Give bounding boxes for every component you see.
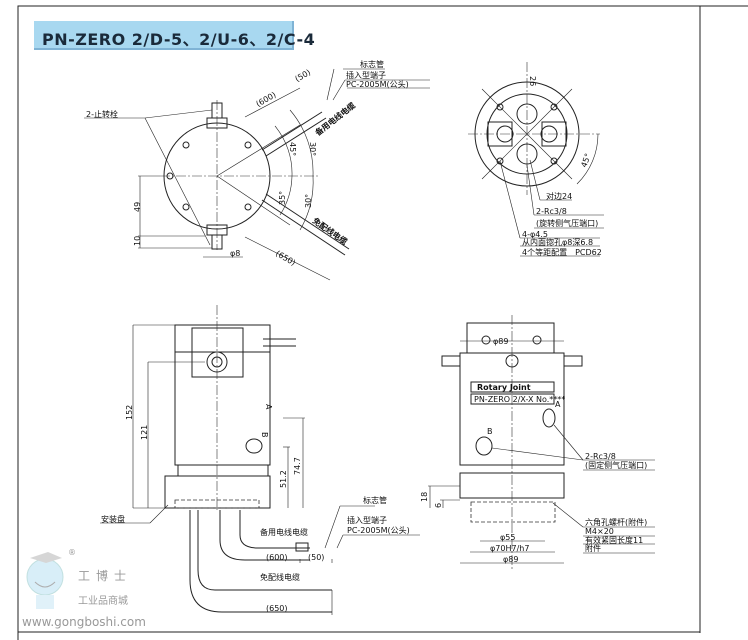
label-wiring-free-cable: 免配线电缆: [311, 215, 350, 246]
label-side-wiring-free-cable: 免配线电缆: [260, 572, 300, 582]
dim-10: 10: [133, 236, 142, 246]
dim-45deg-end: 45°: [579, 152, 592, 168]
side-port-a: A: [264, 404, 273, 410]
label-rotary-port: 2-Rc3/8: [536, 207, 567, 216]
watermark-mascot: [26, 552, 64, 609]
dim-50: (50): [294, 68, 313, 84]
label-spare-cable: 备用电线电缆: [312, 100, 357, 138]
watermark-url: www.gongboshi.com: [22, 615, 146, 629]
label-side-spare-cable: 备用电线电缆: [260, 527, 308, 537]
label-rotary-port-desc: (旋转侧气压端口): [536, 218, 598, 228]
label-pcd: 4个等距配置 PCD62: [522, 247, 602, 257]
label-bolt-note: 附件: [585, 543, 601, 553]
front-port-a: A: [555, 400, 561, 409]
dim-phi89-bottom: φ89: [503, 555, 518, 564]
dim-18: 18: [420, 492, 429, 502]
label-terminal-model: PC-2005M(公头): [346, 79, 409, 89]
label-bolt-title: 六角孔螺杆(附件): [585, 517, 647, 527]
side-dim-50: (50): [308, 553, 324, 562]
label-fixed-port-desc: (固定侧气压端口): [585, 460, 647, 470]
dim-35deg: 35°: [278, 191, 287, 205]
dim-121: 121: [140, 425, 149, 440]
label-holes: 4-φ4.5: [522, 230, 548, 239]
label-fixed-port: 2-Rc3/8: [585, 452, 616, 461]
label-anti-rotation-pin: 2-止转栓: [86, 109, 118, 119]
top-view: [84, 68, 430, 281]
label-counterbore: 从内面锪孔φ8深6.8: [522, 237, 593, 247]
drawing-frame: [17, 5, 748, 640]
side-dim-650: (650): [266, 604, 288, 613]
dim-74-7: 74.7: [293, 457, 302, 475]
label-mount-plate: 安装盘: [101, 514, 125, 524]
dim-6: 6: [434, 503, 443, 508]
nameplate-brand: Rotary Joint: [477, 383, 531, 392]
side-port-b: B: [260, 432, 269, 438]
dim-phi70: φ70H7/h7: [490, 544, 529, 553]
drawing-title: PN-ZERO 2/D-5、2/U-6、2/C-4: [42, 30, 316, 49]
front-view: [428, 315, 655, 570]
end-view: [468, 62, 604, 257]
label-side-insert-terminal: 插入型端子: [347, 515, 387, 525]
dim-51-2: 51.2: [279, 470, 288, 488]
dim-650: (650): [274, 249, 297, 268]
watermark-registered: ®: [68, 548, 76, 557]
dim-30deg-b: 30°: [304, 194, 313, 208]
label-insert-terminal: 插入型端子: [346, 70, 386, 80]
title-banner: [34, 21, 294, 50]
dim-phi8: φ8: [230, 249, 240, 258]
dim-phi89-top: φ89: [493, 337, 508, 346]
watermark-sub: 工业品商城: [78, 596, 128, 607]
dim-phi55: φ55: [500, 533, 515, 542]
dim-30deg-a: 30°: [308, 142, 317, 156]
dim-45deg: 45°: [288, 142, 297, 156]
nameplate-model: PN-ZERO 2/X-X No.****: [474, 395, 565, 404]
front-port-b: B: [487, 427, 493, 436]
label-across-flats: 对边24: [546, 191, 572, 201]
label-marker-tube: 标志管: [360, 59, 384, 69]
side-view: [100, 305, 420, 615]
dim-152: 152: [125, 405, 134, 420]
dim-49: 49: [133, 202, 142, 212]
watermark-brand: 工博士: [78, 569, 133, 583]
side-dim-600: (600): [266, 553, 288, 562]
label-bolt-size: M4×20: [585, 527, 614, 536]
label-bolt-length: 有效紧固长度11: [585, 535, 643, 545]
label-side-marker-tube: 标志管: [363, 495, 387, 505]
label-side-terminal-model: PC-2005M(公头): [347, 525, 410, 535]
dim-26: 26: [528, 76, 537, 86]
